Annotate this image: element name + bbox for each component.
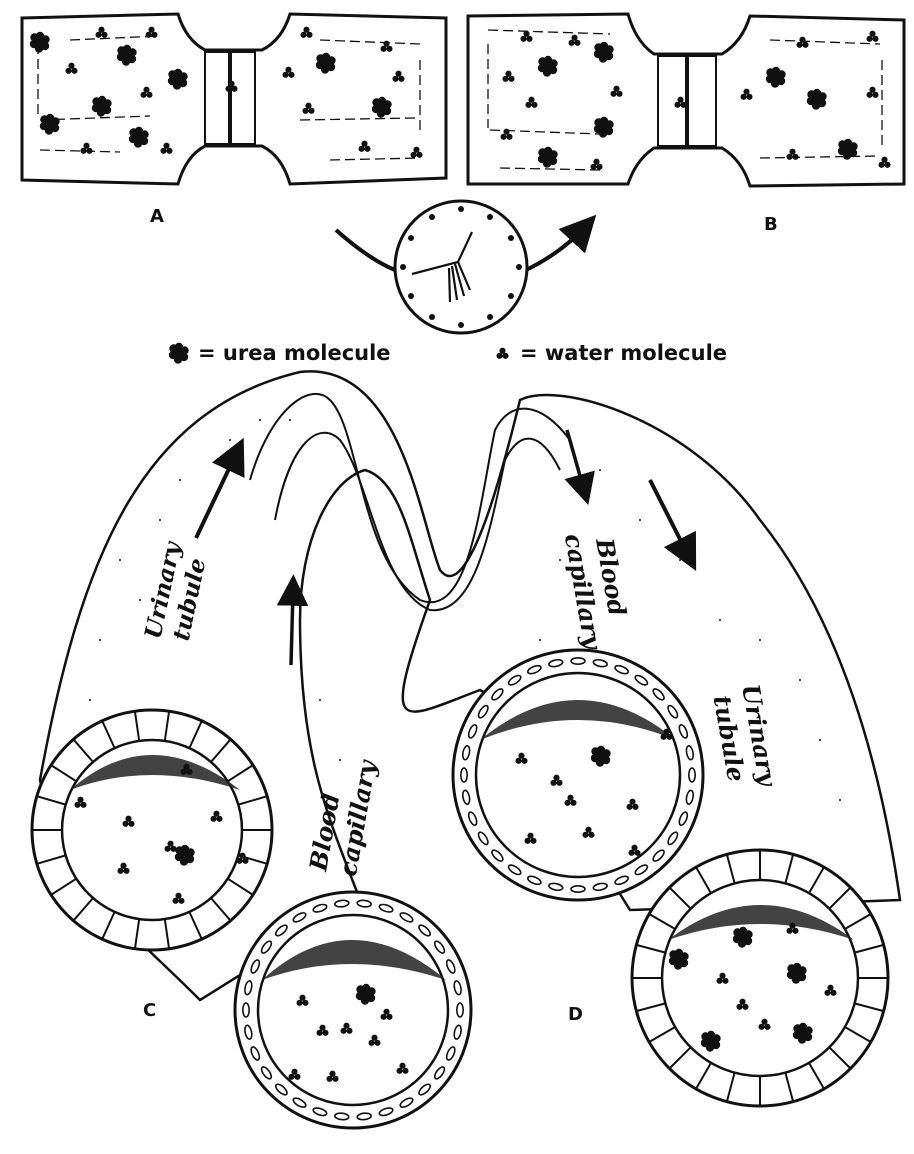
label-d: D	[568, 1004, 583, 1025]
container-a: A	[22, 14, 446, 227]
legend-water-label: = water molecule	[520, 341, 727, 365]
d-blood-capillary-section	[453, 650, 703, 900]
container-b: B	[468, 14, 904, 235]
time-passage	[336, 201, 584, 333]
water-molecule-icon	[496, 348, 508, 359]
label-c: C	[143, 1000, 156, 1021]
container-b-membrane-right	[688, 56, 716, 146]
label-a: A	[150, 206, 164, 227]
container-a-membrane-right	[231, 52, 255, 144]
c-urinary-tubule-section	[32, 710, 272, 950]
container-a-membrane-left	[205, 52, 229, 144]
legend-urea-label: = urea molecule	[198, 341, 391, 365]
legend: = urea molecule = water molecule	[169, 341, 727, 365]
urea-molecule-icon	[169, 343, 189, 364]
label-b: B	[764, 214, 778, 235]
flow-arrow-c-capillary	[291, 590, 293, 665]
d-urinary-tubule-section	[632, 850, 888, 1106]
c-blood-capillary-section	[235, 892, 471, 1128]
